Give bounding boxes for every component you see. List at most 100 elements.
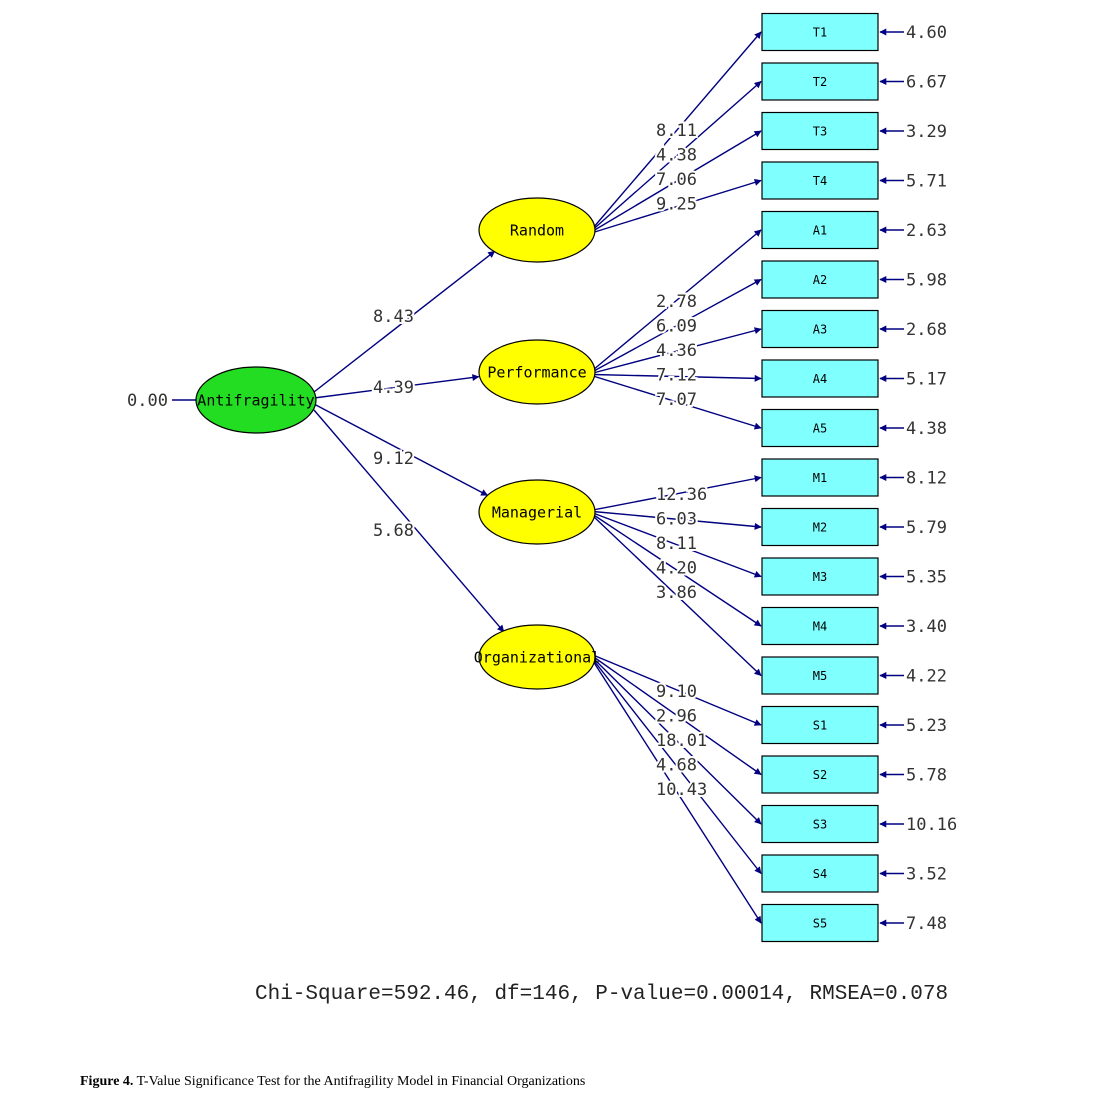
indicator-label-s4: S4	[813, 867, 827, 881]
loading-t-value-t2: 4.38	[656, 146, 697, 166]
indicator-label-s5: S5	[813, 917, 827, 931]
latent-label-organizational: Organizational	[474, 649, 600, 667]
loading-path-t2	[592, 80, 762, 231]
latent-label-random: Random	[510, 222, 564, 240]
latent-node-performance	[478, 339, 596, 405]
loading-path-a4	[592, 373, 762, 382]
indicator-box-a3	[761, 309, 879, 349]
loading-path-s3	[592, 657, 762, 825]
indicator-label-a2: A2	[813, 273, 827, 287]
indicator-label-t2: T2	[813, 75, 827, 89]
loading-t-value-s4: 4.68	[656, 756, 697, 776]
figure-caption: Figure 4. T-Value Significance Test for …	[80, 1074, 585, 1090]
loading-t-value-a1: 2.78	[656, 292, 697, 312]
indicator-label-t1: T1	[813, 26, 827, 40]
loading-t-value-s5: 10.43	[656, 780, 707, 800]
indicator-box-s2	[761, 755, 879, 794]
latent-label-managerial: Managerial	[492, 504, 582, 522]
loading-path-m1	[592, 475, 762, 511]
indicator-label-s1: S1	[813, 719, 827, 733]
error-t-value-a3: 2.68	[906, 320, 947, 340]
structural-t-value-managerial: 9.12	[373, 449, 414, 469]
indicator-box-a2	[761, 260, 879, 299]
error-t-value-m2: 5.79	[906, 518, 947, 538]
caption-text: T-Value Significance Test for the Antifr…	[136, 1074, 586, 1089]
loading-t-value-m1: 12.36	[656, 485, 707, 505]
error-t-value-m1: 8.12	[906, 469, 947, 489]
loading-t-value-t4: 9.25	[656, 195, 697, 215]
indicator-label-t3: T3	[813, 125, 827, 139]
indicator-box-s5	[761, 903, 879, 943]
loading-path-t3	[592, 130, 762, 232]
error-t-value-a1: 2.63	[906, 221, 947, 241]
indicator-box-a4	[761, 359, 879, 398]
error-t-value-a2: 5.98	[906, 271, 947, 291]
structural-path-random	[313, 250, 496, 393]
indicator-box-m2	[761, 507, 879, 547]
indicator-label-m4: M4	[813, 620, 827, 634]
structural-path-managerial	[313, 403, 489, 496]
latent-node-random	[478, 197, 596, 263]
indicator-label-s3: S3	[813, 818, 827, 832]
loading-t-value-m5: 3.86	[656, 583, 697, 603]
loading-path-m5	[592, 515, 762, 677]
error-t-value-s1: 5.23	[906, 716, 947, 736]
loading-path-s4	[592, 659, 762, 875]
indicator-box-m5	[761, 656, 879, 695]
indicator-box-t1	[761, 12, 879, 52]
loading-t-value-a4: 7.12	[656, 366, 697, 386]
indicator-box-m1	[761, 458, 879, 497]
indicator-box-s3	[761, 804, 879, 844]
indicator-label-a1: A1	[813, 224, 827, 238]
loading-t-value-s2: 2.96	[656, 707, 697, 727]
loading-t-value-m4: 4.20	[656, 559, 697, 579]
indicator-box-m4	[761, 606, 879, 646]
error-t-value-t2: 6.67	[906, 73, 947, 93]
loading-path-a1	[592, 229, 762, 371]
loading-t-value-s1: 9.10	[656, 682, 697, 702]
indicator-box-t4	[761, 161, 879, 200]
loading-path-m4	[592, 513, 762, 627]
loading-t-value-a3: 4.36	[656, 341, 697, 361]
loading-path-m3	[592, 512, 762, 578]
loading-t-value-a5: 7.07	[656, 390, 697, 410]
loading-t-value-m3: 8.11	[656, 534, 697, 554]
loading-path-a5	[592, 375, 762, 430]
indicator-label-s2: S2	[813, 768, 827, 782]
indicator-label-m3: M3	[813, 570, 827, 584]
loading-t-value-m2: 6.03	[656, 510, 697, 530]
indicator-box-t3	[761, 111, 879, 151]
loading-path-a3	[592, 327, 762, 374]
error-t-value-t4: 5.71	[906, 172, 947, 192]
root-latent-node	[195, 366, 317, 434]
root-variance-value: 0.00	[127, 391, 168, 411]
error-t-value-a4: 5.17	[906, 370, 947, 390]
latent-node-managerial	[478, 479, 596, 545]
error-t-value-m4: 3.40	[906, 617, 947, 637]
root-latent-label: Antifragility	[197, 392, 314, 410]
indicator-box-s1	[761, 705, 879, 745]
indicator-label-a3: A3	[813, 323, 827, 337]
indicator-box-a5	[761, 408, 879, 448]
loading-t-value-s3: 18.01	[656, 731, 707, 751]
error-t-value-s3: 10.16	[906, 815, 957, 835]
loading-path-s1	[592, 654, 762, 726]
indicator-label-t4: T4	[813, 174, 827, 188]
indicator-label-m2: M2	[813, 521, 827, 535]
error-t-value-a5: 4.38	[906, 419, 947, 439]
structural-path-performance	[313, 374, 480, 399]
indicator-label-a4: A4	[813, 372, 827, 386]
error-t-value-s4: 3.52	[906, 865, 947, 885]
indicator-box-a1	[761, 210, 879, 250]
fit-statistics: Chi-Square=592.46, df=146, P-value=0.000…	[255, 983, 949, 1006]
loading-t-value-a2: 6.09	[656, 317, 697, 337]
indicator-box-m3	[761, 557, 879, 596]
loading-t-value-t3: 7.06	[656, 170, 697, 190]
error-t-value-s5: 7.48	[906, 914, 947, 934]
loading-path-m2	[592, 510, 762, 530]
loading-path-s2	[592, 655, 762, 776]
structural-t-value-random: 8.43	[373, 307, 414, 327]
latent-label-performance: Performance	[487, 364, 586, 382]
indicator-box-t2	[761, 62, 879, 101]
indicator-label-a5: A5	[813, 422, 827, 436]
